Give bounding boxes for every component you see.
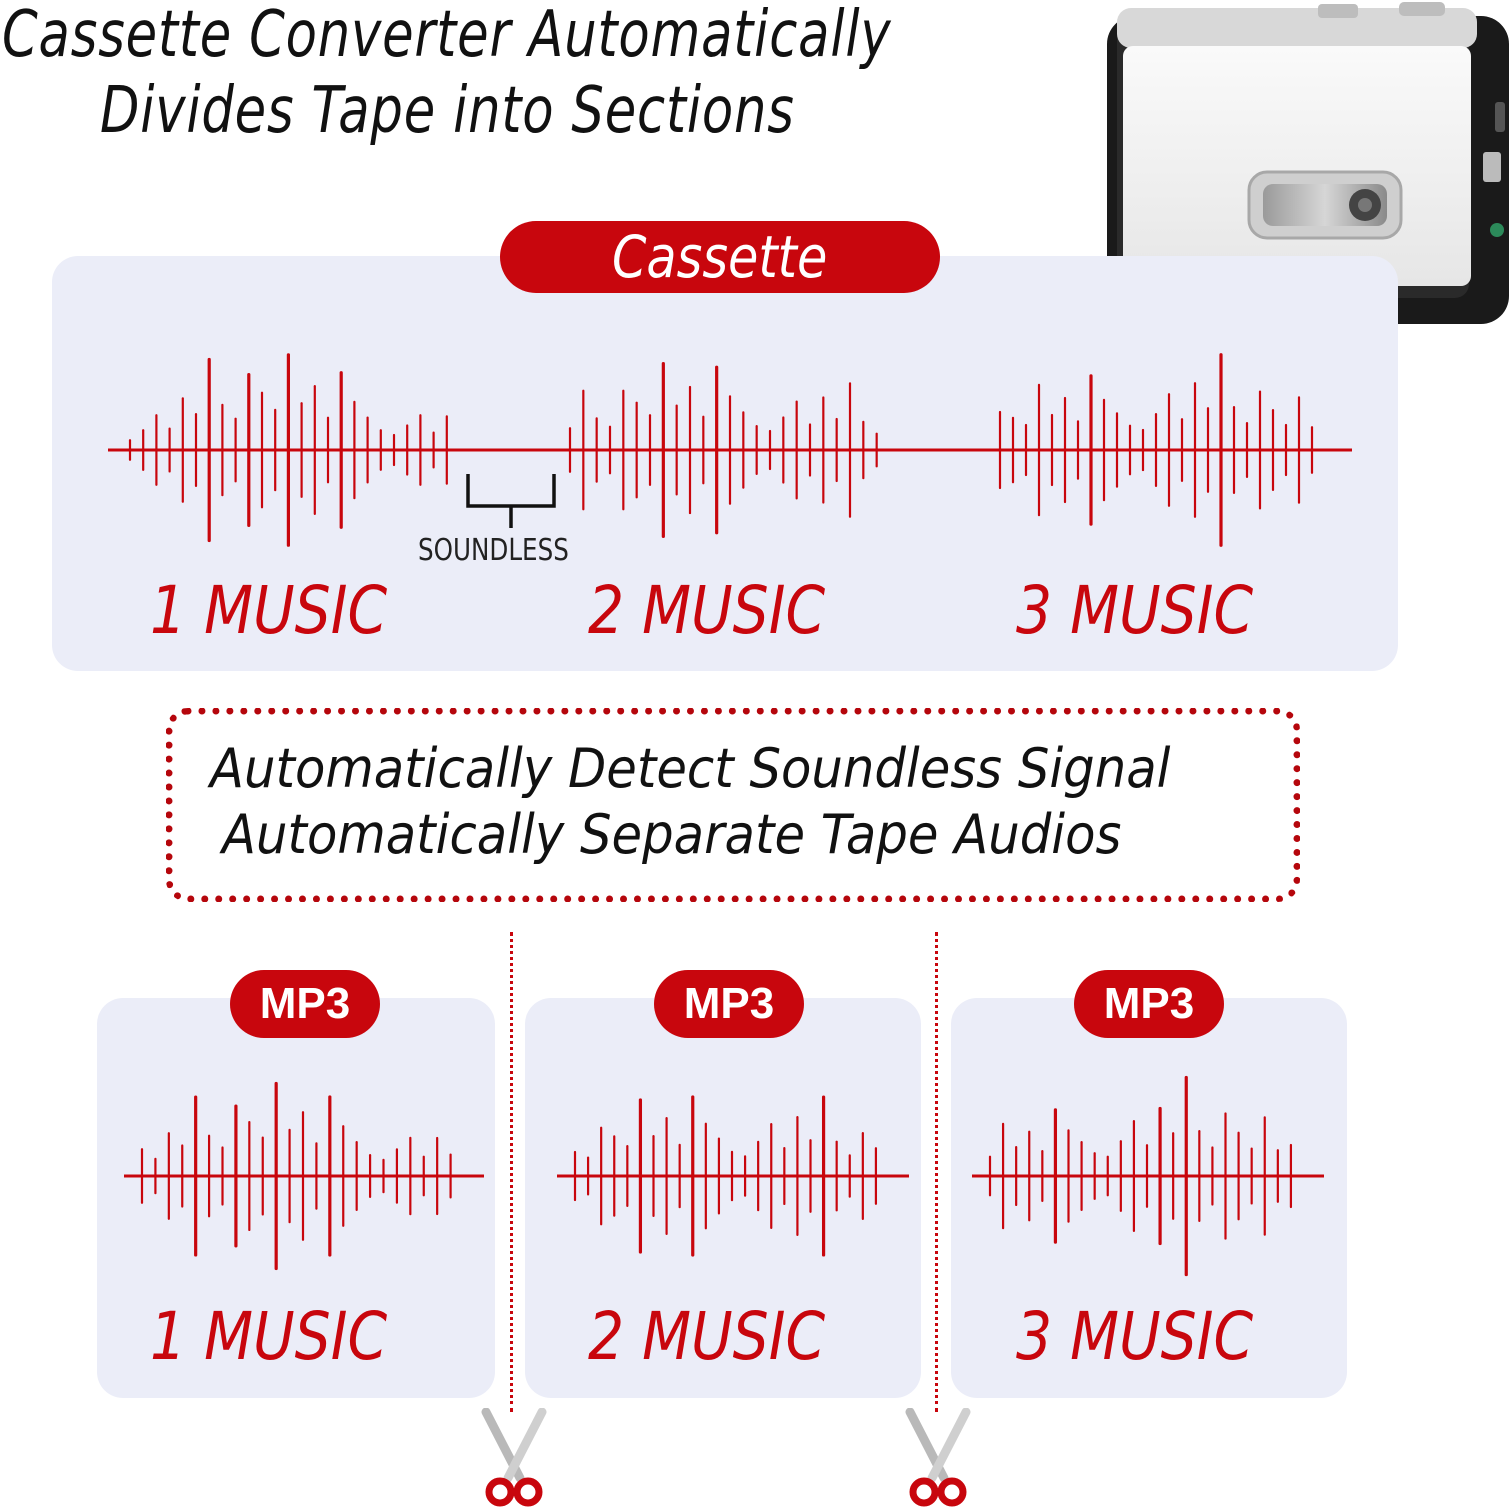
mp3-1-waveform xyxy=(124,1081,484,1271)
headline-line-2: Divides Tape into Sections xyxy=(100,74,795,148)
scissors-icon xyxy=(481,1408,547,1507)
scissors-icon xyxy=(905,1408,971,1507)
cassette-badge: Cassette xyxy=(500,221,940,293)
mp3-card-2 xyxy=(525,998,921,1398)
mp3-badge-1: MP3 xyxy=(230,970,380,1038)
detect-info-box xyxy=(166,708,1300,902)
cassette-track-2-label: 2 MUSIC xyxy=(588,572,826,649)
mp3-badge-2: MP3 xyxy=(654,970,804,1038)
headline-line-1: Cassette Converter Automatically xyxy=(2,0,892,72)
mp3-3-label: 3 MUSIC xyxy=(1016,1298,1254,1375)
cassette-waveform xyxy=(108,353,1352,547)
mp3-badge-3: MP3 xyxy=(1074,970,1224,1038)
cut-line-1 xyxy=(510,932,513,1412)
detect-line-1: Automatically Detect Soundless Signal xyxy=(210,737,1171,800)
cassette-track-3-label: 3 MUSIC xyxy=(1016,572,1254,649)
mp3-badge-2-label: MP3 xyxy=(683,979,775,1028)
cassette-badge-label: Cassette xyxy=(612,223,828,291)
mp3-2-waveform xyxy=(557,1095,909,1257)
cassette-track-1-label: 1 MUSIC xyxy=(150,572,388,649)
cut-line-2 xyxy=(935,932,938,1412)
soundless-bracket-icon xyxy=(466,474,556,528)
mp3-card-1 xyxy=(97,998,495,1398)
soundless-label: SOUNDLESS xyxy=(418,533,569,568)
cassette-converter-device-icon xyxy=(1107,2,1509,324)
mp3-badge-3-label: MP3 xyxy=(1103,979,1195,1028)
cassette-panel xyxy=(52,256,1398,671)
mp3-1-label: 1 MUSIC xyxy=(150,1298,388,1375)
detect-line-2: Automatically Separate Tape Audios xyxy=(222,803,1122,866)
mp3-2-label: 2 MUSIC xyxy=(588,1298,826,1375)
mp3-3-waveform xyxy=(972,1075,1324,1277)
mp3-badge-1-label: MP3 xyxy=(259,979,351,1028)
